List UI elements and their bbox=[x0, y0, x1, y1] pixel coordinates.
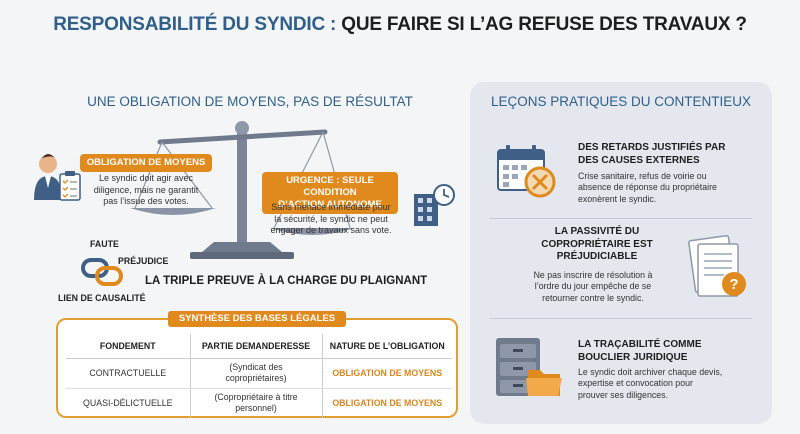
synthese-table-box: FONDEMENT PARTIE DEMANDERESSE NATURE DE … bbox=[56, 318, 458, 418]
lesson-divider bbox=[490, 218, 752, 219]
lesson-3-title-line: LA TRAÇABILITÉ COMME bbox=[578, 339, 702, 350]
urgence-label: URGENCE : SEULE CONDITION D’ACTION AUTON… bbox=[262, 172, 398, 214]
urgence-text-line: engager de travaux sans vote. bbox=[270, 225, 392, 236]
cell-nature: OBLIGATION DE MOYENS bbox=[321, 358, 452, 389]
cell-partie-line: (Syndicat des bbox=[229, 362, 283, 373]
building-clock-icon bbox=[414, 184, 455, 226]
lesson-1-text: Crise sanitaire, refus de voirie ou abse… bbox=[578, 171, 717, 205]
lesson-3-text-line: Le syndic doit archiver chaque devis, bbox=[578, 367, 723, 377]
table-header-row: FONDEMENT PARTIE DEMANDERESSE NATURE DE … bbox=[66, 334, 452, 359]
triple-proof-title: LA TRIPLE PREUVE À LA CHARGE DU PLAIGNAN… bbox=[145, 275, 428, 287]
lesson-1-text-line: Crise sanitaire, refus de voirie ou bbox=[578, 171, 707, 181]
synthese-table: FONDEMENT PARTIE DEMANDERESSE NATURE DE … bbox=[66, 334, 452, 418]
lesson-3-text-line: expertise et convocation pour bbox=[578, 378, 693, 389]
table-row: QUASI-DÉLICTUELLE (Copropriétaire à titr… bbox=[66, 388, 452, 418]
urgence-label-line: D’ACTION AUTONOME bbox=[278, 198, 382, 210]
urgence-text-line: Sans menace immédiate pour bbox=[271, 202, 391, 212]
cell-partie-line: (Copropriétaire à titre bbox=[214, 392, 298, 403]
lesson-3-title: LA TRAÇABILITÉ COMME BOUCLIER JURIDIQUE bbox=[578, 339, 702, 364]
lesson-3-text-line: prouver ses diligences. bbox=[578, 389, 668, 400]
triple-faute: FAUTE bbox=[90, 239, 119, 249]
triple-lien: LIEN DE CAUSALITÉ bbox=[58, 293, 146, 303]
obligation-label-text: OBLIGATION DE MOYENS bbox=[86, 157, 206, 168]
cell-nature: OBLIGATION DE MOYENS bbox=[321, 388, 452, 418]
lesson-2-text: Ne pas inscrire de résolution à l’ordre … bbox=[514, 270, 672, 304]
filing-cabinet-icon bbox=[496, 338, 562, 396]
lesson-1-text-line: exonèrent le syndic. bbox=[578, 193, 657, 204]
lesson-2-title-line: LA PASSIVITÉ DU bbox=[554, 226, 640, 237]
lesson-2-text-line: retourner contre le syndic. bbox=[542, 292, 644, 303]
lessons-heading: LEÇONS PRATIQUES DU CONTENTIEUX bbox=[490, 94, 752, 109]
header-nature: NATURE DE L’OBLIGATION bbox=[321, 334, 452, 359]
urgence-text-line: la sécurité, le syndic ne peut bbox=[274, 213, 388, 224]
lesson-2-text-line: Ne pas inscrire de résolution à bbox=[533, 270, 653, 280]
cell-partie: (Syndicat des copropriétaires) bbox=[189, 358, 322, 389]
lesson-1-title-line: DES CAUSES EXTERNES bbox=[578, 154, 700, 166]
cell-fondement: QUASI-DÉLICTUELLE bbox=[83, 397, 173, 408]
synthese-title: SYNTHÈSE DES BASES LÉGALES bbox=[168, 311, 346, 327]
lesson-3-text: Le syndic doit archiver chaque devis, ex… bbox=[578, 367, 722, 401]
cell-fondement: CONTRACTUELLE bbox=[66, 358, 190, 389]
chain-link-icon bbox=[81, 258, 123, 286]
balance-scale-icon bbox=[130, 121, 355, 259]
urgence-text: Sans menace immédiate pour la sécurité, … bbox=[258, 202, 404, 237]
manager-checklist-icon bbox=[34, 154, 81, 201]
lesson-1-title: DES RETARDS JUSTIFIÉS PAR DES CAUSES EXT… bbox=[578, 142, 725, 167]
urgence-label-line: URGENCE : SEULE CONDITION bbox=[286, 175, 374, 198]
lesson-2-text-line: l’ordre du jour empêche de se bbox=[534, 281, 652, 292]
triple-prejudice: PRÉJUDICE bbox=[118, 256, 169, 266]
lesson-3-title-line: BOUCLIER JURIDIQUE bbox=[578, 351, 688, 363]
svg-text:?: ? bbox=[729, 276, 738, 293]
document-question-icon: ? bbox=[688, 234, 746, 297]
obligation-text: Le syndic doit agir avec diligence, mais… bbox=[80, 173, 212, 208]
lesson-2-title: LA PASSIVITÉ DU COPROPRIÉTAIRE EST PRÉJU… bbox=[522, 226, 672, 264]
obligation-label: OBLIGATION DE MOYENS bbox=[80, 154, 212, 172]
cell-partie: (Copropriétaire à titre personnel) bbox=[189, 388, 322, 418]
cell-partie-line: personnel) bbox=[235, 403, 277, 414]
calendar-blocked-icon bbox=[497, 145, 556, 198]
table-row: CONTRACTUELLE (Syndicat des copropriétai… bbox=[66, 358, 452, 389]
cell-partie-line: copropriétaires) bbox=[225, 373, 287, 383]
left-heading: UNE OBLIGATION DE MOYENS, PAS DE RÉSULTA… bbox=[87, 94, 413, 109]
lesson-1-title-line: DES RETARDS JUSTIFIÉS PAR bbox=[578, 142, 726, 153]
title-part-2: QUE FAIRE SI L’AG REFUSE DES TRAVAUX ? bbox=[341, 14, 747, 35]
title-part-1: RESPONSABILITÉ DU SYNDIC : bbox=[53, 14, 337, 35]
lesson-1-text-line: absence de réponse du propriétaire bbox=[578, 182, 717, 193]
lesson-divider bbox=[490, 318, 752, 319]
lesson-2-title-line: PRÉJUDICIABLE bbox=[556, 251, 638, 262]
obligation-text-line: pas l’issue des votes. bbox=[103, 196, 189, 207]
obligation-text-line: Le syndic doit agir avec bbox=[98, 173, 194, 183]
header-partie: PARTIE DEMANDERESSE bbox=[189, 334, 322, 359]
obligation-text-line: diligence, mais ne garantit bbox=[93, 184, 199, 195]
lesson-2-title-line: COPROPRIÉTAIRE EST bbox=[541, 238, 653, 250]
header-fondement: FONDEMENT bbox=[66, 334, 190, 359]
page-title: RESPONSABILITÉ DU SYNDIC : QUE FAIRE SI … bbox=[0, 14, 800, 36]
